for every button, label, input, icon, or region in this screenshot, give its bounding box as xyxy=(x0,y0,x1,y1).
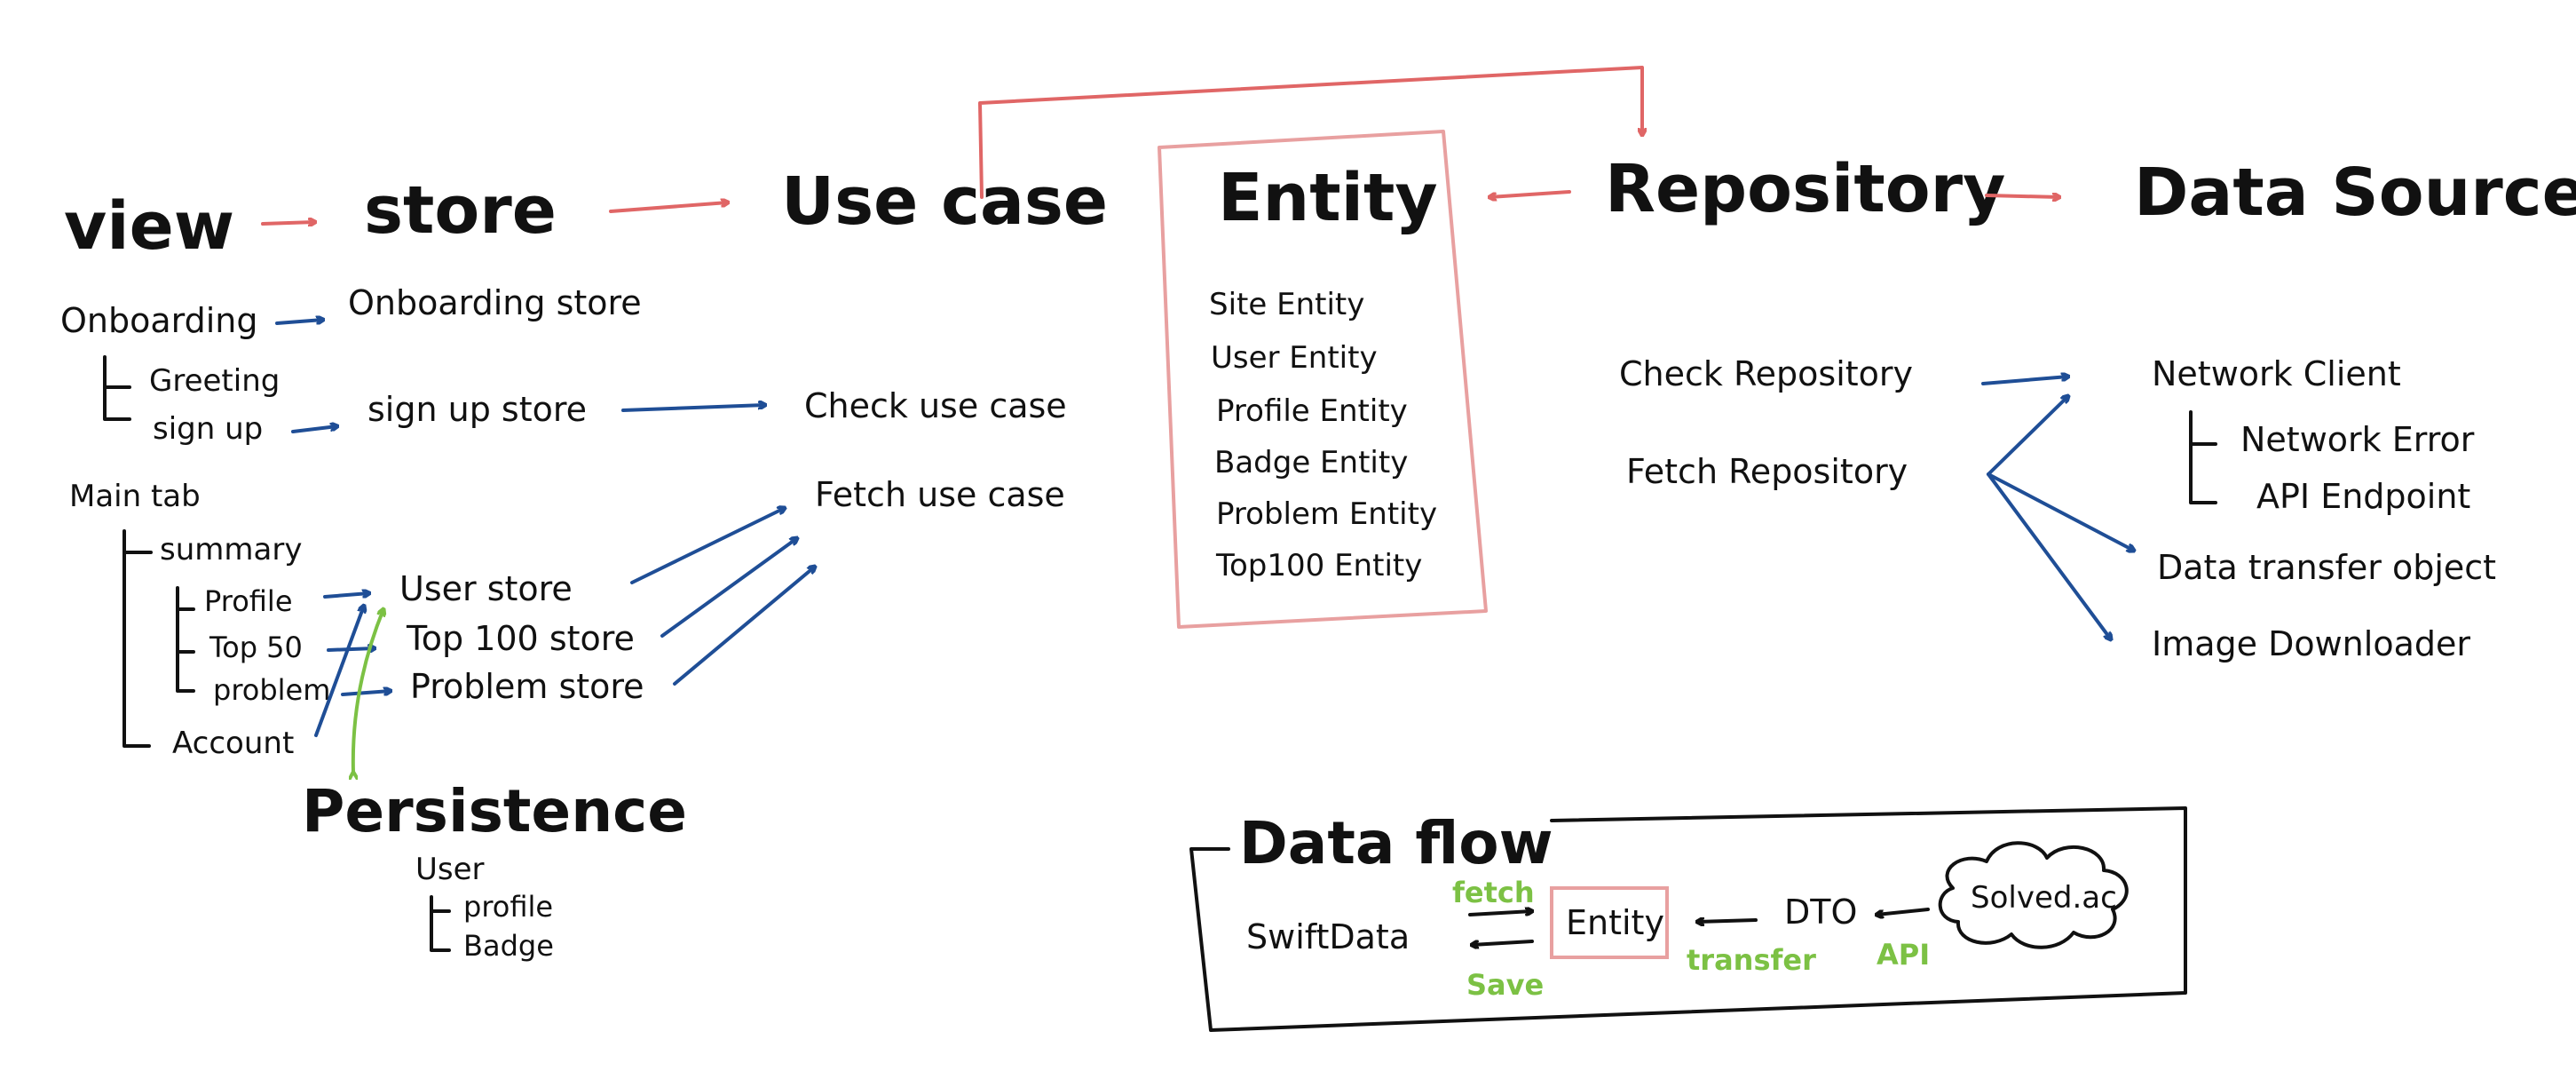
store-header: store xyxy=(364,172,557,249)
data-source-header: Data Source xyxy=(2134,155,2576,231)
datasource-network-client: Network Client xyxy=(2152,354,2401,393)
problemstore-to-fetch-arrow xyxy=(673,567,815,686)
network-client-tree-lines xyxy=(2189,410,2217,504)
data-flow-api-label: API xyxy=(1877,938,1930,972)
entity-item: Top100 Entity xyxy=(1215,548,1422,583)
view-problem: problem xyxy=(213,673,330,707)
dto-to-entity-arrow xyxy=(1697,920,1758,922)
view-to-store-arrow xyxy=(261,222,315,224)
view-top50: Top 50 xyxy=(209,631,303,664)
persistence-profile: profile xyxy=(463,890,553,924)
entity-box xyxy=(1158,130,1488,629)
persistence-title: Persistence xyxy=(302,777,687,845)
data-flow-swiftdata: SwiftData xyxy=(1246,917,1410,956)
datasource-network-error: Network Error xyxy=(2240,420,2475,459)
store-to-usecase-arrow xyxy=(609,202,728,213)
datasource-image-downloader: Image Downloader xyxy=(2152,624,2470,663)
view-main-tab: Main tab xyxy=(69,479,201,514)
entity-item: Profile Entity xyxy=(1216,393,1408,429)
problem-to-problemstore-arrow xyxy=(341,691,391,696)
entity-item: Site Entity xyxy=(1209,287,1364,322)
persistence-badge: Badge xyxy=(463,929,554,963)
data-flow-save-label: Save xyxy=(1466,968,1544,1002)
store-sign-up: sign up store xyxy=(367,390,587,429)
data-flow-entity-box xyxy=(1550,886,1669,959)
data-flow-title: Data flow xyxy=(1239,809,1553,877)
persistence-tree-lines xyxy=(430,895,451,952)
repository-check: Check Repository xyxy=(1619,354,1913,393)
userstore-to-fetch-arrow xyxy=(630,508,785,584)
persistence-user: User xyxy=(415,852,485,887)
main-tab-tree-lines xyxy=(122,529,153,748)
view-greeting: Greeting xyxy=(149,363,280,399)
view-header: view xyxy=(64,188,234,265)
data-flow-fetch-label: fetch xyxy=(1452,876,1535,909)
top100store-to-fetch-arrow xyxy=(660,538,797,638)
store-onboarding: Onboarding store xyxy=(348,283,642,322)
persistence-link-arrow xyxy=(353,609,383,773)
usecase-to-repository-arrow xyxy=(978,66,1642,199)
data-flow-entity: Entity xyxy=(1566,903,1664,942)
view-onboarding: Onboarding xyxy=(60,301,258,340)
signup-to-store-arrow xyxy=(291,426,337,433)
onboarding-tree-lines xyxy=(103,355,131,421)
view-account: Account xyxy=(172,726,294,761)
onboarding-to-store-arrow xyxy=(275,320,323,325)
store-user: User store xyxy=(399,569,573,608)
data-flow-source: Solved.ac xyxy=(1971,880,2117,916)
datasource-dto: Data transfer object xyxy=(2157,548,2496,587)
view-summary: summary xyxy=(160,532,302,567)
fetch-to-network-arrow xyxy=(1987,396,2068,476)
entity-header: Entity xyxy=(1218,160,1438,236)
data-flow-box xyxy=(1189,806,2187,1032)
data-flow-transfer-label: transfer xyxy=(1687,943,1816,977)
fetch-to-dto-arrow xyxy=(1987,472,2134,551)
save-arrow xyxy=(1472,940,1534,945)
repository-fetch: Fetch Repository xyxy=(1626,452,1908,491)
entity-item: User Entity xyxy=(1211,340,1378,376)
solved-ac-cloud xyxy=(1938,841,2129,949)
entity-item: Badge Entity xyxy=(1214,445,1408,480)
fetch-to-image-arrow xyxy=(1987,472,2111,639)
store-top100: Top 100 store xyxy=(406,619,635,658)
repository-header: Repository xyxy=(1605,151,2005,227)
entity-item: Problem Entity xyxy=(1216,496,1437,532)
usecase-check: Check use case xyxy=(804,386,1067,425)
use-case-header: Use case xyxy=(781,163,1108,240)
view-sign-up: sign up xyxy=(153,411,263,447)
summary-tree-lines xyxy=(176,586,195,693)
view-profile: Profile xyxy=(204,584,293,618)
fetch-arrow xyxy=(1468,911,1532,916)
datasource-api-endpoint: API Endpoint xyxy=(2256,477,2470,516)
store-problem: Problem store xyxy=(410,667,644,706)
check-to-network-arrow xyxy=(1981,377,2068,385)
source-to-dto-arrow xyxy=(1877,908,1930,915)
usecase-fetch: Fetch use case xyxy=(815,475,1065,514)
profile-to-userstore-arrow xyxy=(323,593,369,599)
data-flow-dto: DTO xyxy=(1784,893,1857,932)
repository-to-entity-arrow xyxy=(1489,190,1571,197)
signupstore-to-check-arrow xyxy=(621,405,765,412)
repository-to-datasource-arrow xyxy=(1985,195,2059,197)
